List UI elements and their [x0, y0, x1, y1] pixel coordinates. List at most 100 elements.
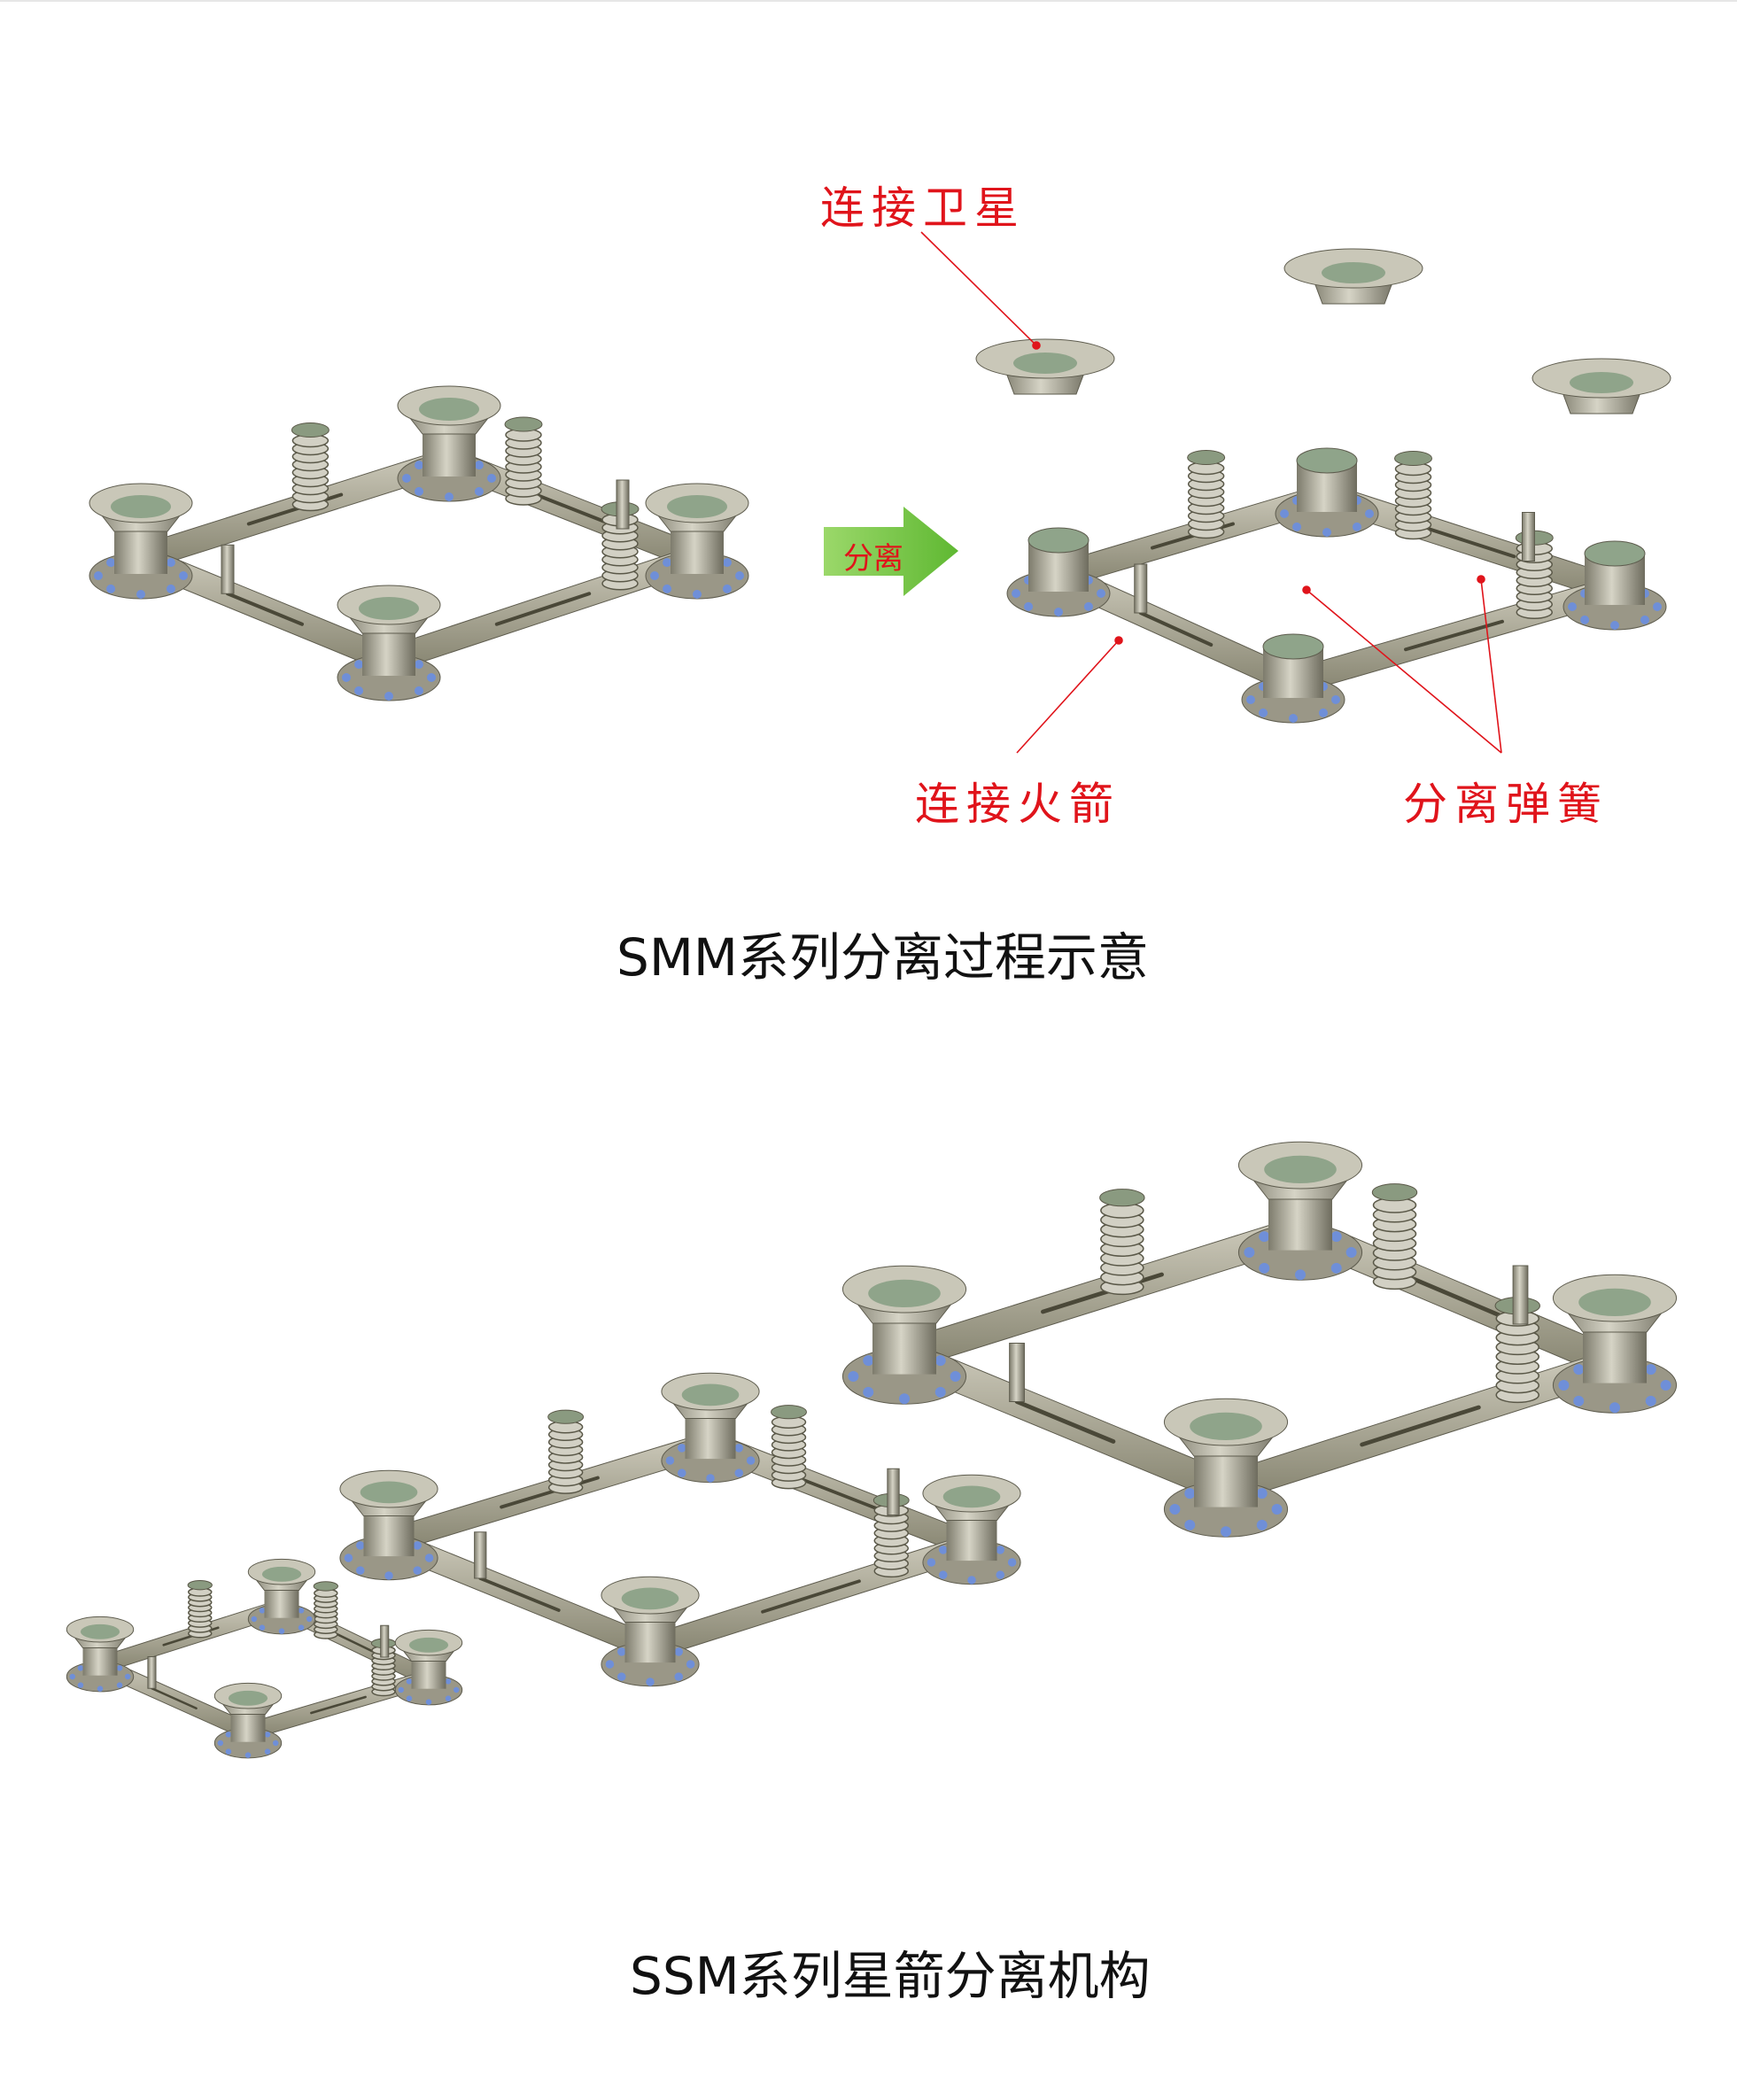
bolt — [1352, 522, 1361, 531]
unit-body — [624, 1622, 676, 1663]
frame-slot — [534, 492, 612, 526]
bolt — [97, 1685, 104, 1692]
frame-slot — [310, 1695, 367, 1715]
bolt — [1012, 589, 1020, 598]
bolt — [1660, 1380, 1671, 1391]
unit-top-plate — [1027, 527, 1090, 554]
bolt — [356, 1541, 365, 1550]
bolt — [344, 1554, 353, 1562]
bolt — [415, 486, 424, 496]
separation-spring — [1371, 1183, 1418, 1290]
bolt — [1184, 1519, 1196, 1530]
guide-pin — [1522, 512, 1535, 562]
caption-ssm-separation-mechanism: SSM系列星箭分离机构 — [630, 1946, 1151, 2006]
separation-unit — [661, 1372, 760, 1484]
bolt — [722, 584, 732, 593]
guide-pin — [1512, 1265, 1529, 1325]
frame-slot — [800, 1477, 882, 1512]
bolt — [1244, 1247, 1255, 1258]
separation-unit — [1552, 1274, 1678, 1414]
spring-cap — [313, 1581, 338, 1592]
smm-assembly-separated — [1006, 447, 1667, 724]
separation-unit — [397, 385, 501, 502]
unit-top-plate — [419, 398, 479, 421]
separation-unit — [337, 585, 441, 701]
mechanism-drawings — [66, 248, 1678, 1759]
bolt — [722, 558, 732, 568]
bolt — [298, 1608, 305, 1614]
bolt — [617, 1672, 626, 1681]
separation-unit — [1563, 540, 1667, 631]
bolt — [1256, 1519, 1268, 1530]
bolt — [106, 584, 116, 593]
unit-body — [230, 1714, 266, 1742]
bolt — [1024, 601, 1034, 611]
bolt — [415, 461, 424, 470]
separation-unit — [394, 1629, 463, 1706]
separation-unit — [601, 1576, 700, 1687]
bolt — [264, 1748, 271, 1755]
bolt — [106, 558, 116, 568]
separation-unit — [841, 1265, 967, 1405]
separation-spring — [771, 1405, 807, 1490]
bolt — [665, 1456, 675, 1465]
bolt — [996, 1570, 1004, 1579]
unit-body — [872, 1323, 936, 1375]
leader-dot-rocket — [1114, 636, 1123, 645]
bolt — [650, 571, 659, 580]
unit-body — [1583, 1332, 1647, 1383]
bolt — [278, 1628, 285, 1634]
bolt — [384, 692, 393, 701]
bolt — [272, 1740, 279, 1747]
bolt — [734, 1444, 743, 1453]
separation-spring — [187, 1579, 213, 1639]
unit-body — [1268, 1199, 1332, 1251]
separation-unit — [339, 1469, 438, 1581]
bolt — [244, 1752, 252, 1758]
ssm-assembly-medium — [339, 1372, 1021, 1687]
bolt — [1259, 1262, 1270, 1274]
label-connect-satellite: 连接卫星 — [820, 182, 1026, 234]
frame-slot — [226, 592, 304, 626]
bolt — [1054, 608, 1063, 616]
separation-spring — [1394, 451, 1432, 540]
bolt — [1221, 1526, 1231, 1538]
guide-pin — [1009, 1343, 1025, 1402]
satellite-interface-unit — [1283, 248, 1423, 305]
bolt — [136, 590, 145, 599]
bolt — [1609, 1402, 1620, 1414]
separation-spring — [313, 1581, 338, 1639]
separation-unit — [645, 483, 749, 600]
bolt — [298, 1624, 305, 1631]
separation-spring — [504, 416, 543, 506]
separation-unit — [247, 1558, 316, 1635]
separation-unit — [922, 1474, 1021, 1585]
bolt — [1259, 708, 1268, 717]
bolt — [1653, 602, 1662, 611]
bolt — [1330, 1262, 1342, 1274]
guide-pin — [474, 1531, 487, 1579]
separation-spring — [872, 1492, 910, 1578]
bolt — [424, 1554, 434, 1562]
bolt — [674, 1647, 683, 1656]
frame-slot — [1407, 1275, 1508, 1320]
bolt — [899, 1393, 910, 1405]
bolt — [1097, 589, 1105, 598]
bolt — [414, 686, 423, 695]
bolt — [934, 1355, 946, 1367]
separation-spring — [291, 422, 330, 512]
arrow-label-separation: 分离 — [843, 541, 903, 577]
bolt — [77, 1665, 84, 1671]
bolt — [425, 1699, 432, 1705]
bolt — [1295, 1269, 1306, 1281]
bolt — [94, 571, 103, 580]
spring-cap — [1099, 1189, 1145, 1207]
bolt — [863, 1386, 874, 1398]
bolt — [734, 1468, 743, 1477]
bolt — [605, 1660, 615, 1669]
bolt — [967, 1576, 976, 1585]
unit-top-plate — [1570, 372, 1633, 393]
bolt — [414, 660, 423, 670]
bolt — [445, 492, 454, 501]
